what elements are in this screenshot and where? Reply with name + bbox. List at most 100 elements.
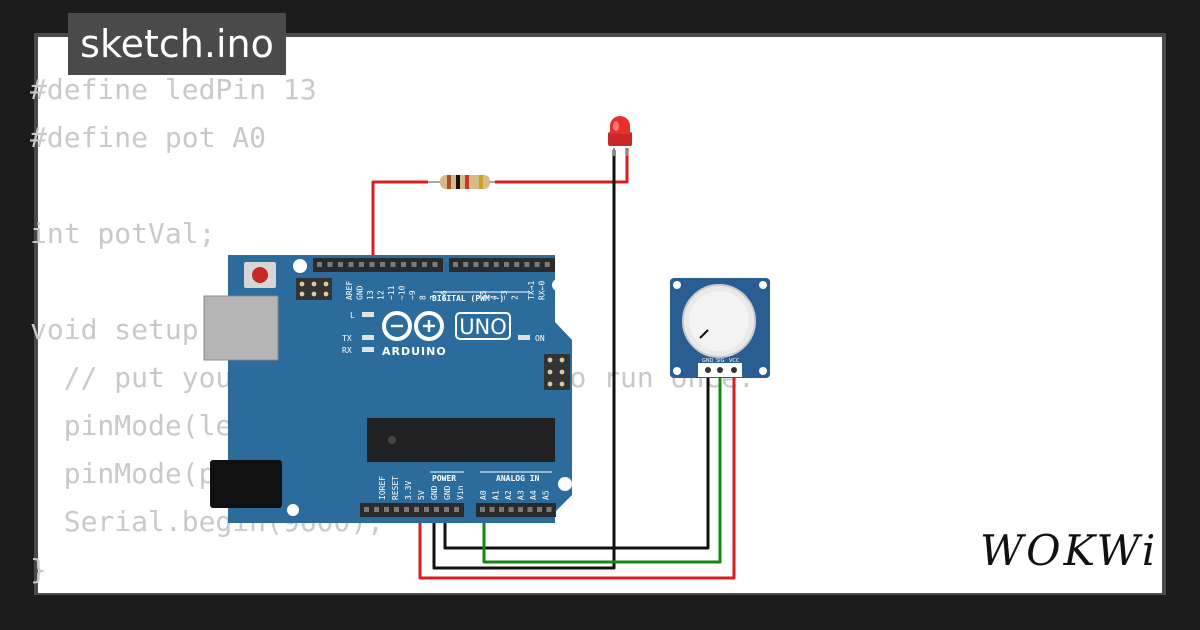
- wire-pin13-to-resistor[interactable]: [371, 180, 428, 264]
- wire-a0-to-pot[interactable]: [482, 368, 722, 564]
- pin-label: Vin: [456, 485, 465, 500]
- header-pin[interactable]: [499, 507, 504, 512]
- pin-label: A5: [542, 490, 551, 500]
- header-pin[interactable]: [411, 262, 417, 267]
- header-pin[interactable]: [394, 507, 399, 512]
- on-label: ON: [535, 334, 545, 343]
- header-pin[interactable]: [489, 507, 495, 512]
- led-label-tx: TX: [342, 334, 352, 343]
- pin-label: A4: [529, 490, 538, 500]
- microcontroller-chip: [367, 418, 555, 462]
- pin-label: ~11: [387, 285, 396, 300]
- analog-label: ANALOG IN: [496, 474, 540, 483]
- pin-label: TX→1: [527, 281, 536, 300]
- header-pin[interactable]: [534, 262, 540, 267]
- header-pin[interactable]: [369, 262, 375, 267]
- header-pin[interactable]: [546, 507, 552, 512]
- pin-label: 5V: [417, 490, 426, 500]
- header-pin[interactable]: [537, 507, 542, 512]
- code-line: #define pot A0: [30, 121, 267, 154]
- potentiometer-component[interactable]: GND SIG VCC: [670, 278, 770, 378]
- pin-label: ~10: [398, 285, 407, 300]
- header-pin[interactable]: [480, 507, 485, 512]
- usb-port: [203, 295, 279, 361]
- power-label: POWER: [432, 474, 456, 483]
- header-pin[interactable]: [380, 262, 385, 267]
- led-component[interactable]: [608, 116, 632, 156]
- header-pin[interactable]: [364, 507, 369, 512]
- sketch-filename-title: sketch.ino: [68, 13, 286, 75]
- power-jack: [210, 460, 282, 508]
- pin-label: A0: [479, 490, 488, 500]
- board-brand-label: ARDUINO: [382, 345, 447, 358]
- wire-resistor-to-led[interactable]: [495, 148, 629, 184]
- pin-label: ~9: [408, 290, 417, 300]
- pin-label: GND: [356, 285, 365, 300]
- header-pin[interactable]: [434, 507, 439, 512]
- pin-label: RX←0: [538, 281, 547, 300]
- led-label-rx: RX: [342, 346, 352, 355]
- header-pin[interactable]: [473, 262, 479, 267]
- header-pin[interactable]: [508, 507, 514, 512]
- pin-label: ~3: [500, 290, 509, 300]
- pin-label: ~5: [479, 290, 488, 300]
- header-pin[interactable]: [404, 507, 409, 512]
- header-pin[interactable]: [483, 262, 489, 267]
- header-pin[interactable]: [454, 507, 459, 512]
- arduino-board[interactable]: UNO ARDUINO L TX RX ON DIGITAL (PWM ~) P…: [203, 255, 572, 523]
- header-pin[interactable]: [544, 262, 550, 267]
- digital-header-label: DIGITAL (PWM ~): [432, 294, 504, 303]
- header-pin[interactable]: [524, 262, 530, 267]
- header-pin[interactable]: [327, 262, 333, 267]
- wires: [371, 148, 736, 580]
- arduino-logo: [382, 311, 444, 341]
- pin-label: 7: [429, 295, 438, 300]
- header-pin[interactable]: [359, 262, 364, 267]
- pot-pin-gnd: GND: [702, 358, 714, 364]
- header-pin[interactable]: [338, 262, 343, 267]
- header-pin[interactable]: [527, 507, 533, 512]
- wire-5v-to-pot[interactable]: [418, 368, 736, 580]
- pin-label: 8: [419, 295, 428, 300]
- code-line: #define ledPin 13: [30, 73, 317, 106]
- pin-label: GND: [443, 485, 452, 500]
- header-pin[interactable]: [390, 262, 396, 267]
- resistor-component[interactable]: [428, 175, 495, 189]
- reset-button[interactable]: [252, 267, 268, 283]
- code-line: }: [30, 553, 47, 586]
- header-pin[interactable]: [504, 262, 509, 267]
- header-pin[interactable]: [384, 507, 389, 512]
- pin-label: A1: [492, 490, 501, 500]
- code-line: int potVal;: [30, 217, 216, 250]
- pin-label: ~6: [440, 290, 449, 300]
- pin-label: 2: [511, 295, 520, 300]
- pin-label: IOREF: [378, 476, 387, 500]
- power-analog-header: [360, 503, 556, 517]
- header-pin[interactable]: [401, 262, 406, 267]
- header-pin[interactable]: [514, 262, 520, 267]
- board-model-label: UNO: [459, 315, 507, 339]
- wire-led-to-gnd[interactable]: [432, 150, 616, 570]
- header-pin[interactable]: [463, 262, 469, 267]
- header-pin[interactable]: [374, 507, 379, 512]
- pin-label: 4: [490, 295, 499, 300]
- header-pin[interactable]: [348, 262, 354, 267]
- pin-label: GND: [430, 485, 439, 500]
- header-pin[interactable]: [453, 262, 458, 267]
- wire-gnd-to-pot[interactable]: [443, 368, 710, 550]
- pin-label: 12: [377, 290, 386, 300]
- header-pin[interactable]: [424, 507, 429, 512]
- pin-label: A2: [504, 490, 513, 500]
- potentiometer-knob[interactable]: [689, 291, 749, 351]
- header-pin[interactable]: [518, 507, 523, 512]
- pin-label: 13: [366, 290, 375, 300]
- header-pin[interactable]: [444, 507, 449, 512]
- header-pin[interactable]: [317, 262, 322, 267]
- header-pin[interactable]: [422, 262, 427, 267]
- pin-label: 3.3V: [404, 481, 413, 500]
- header-pin[interactable]: [432, 262, 438, 267]
- header-pin[interactable]: [414, 507, 419, 512]
- header-pin[interactable]: [493, 262, 499, 267]
- pot-pin-vcc: VCC: [729, 358, 740, 364]
